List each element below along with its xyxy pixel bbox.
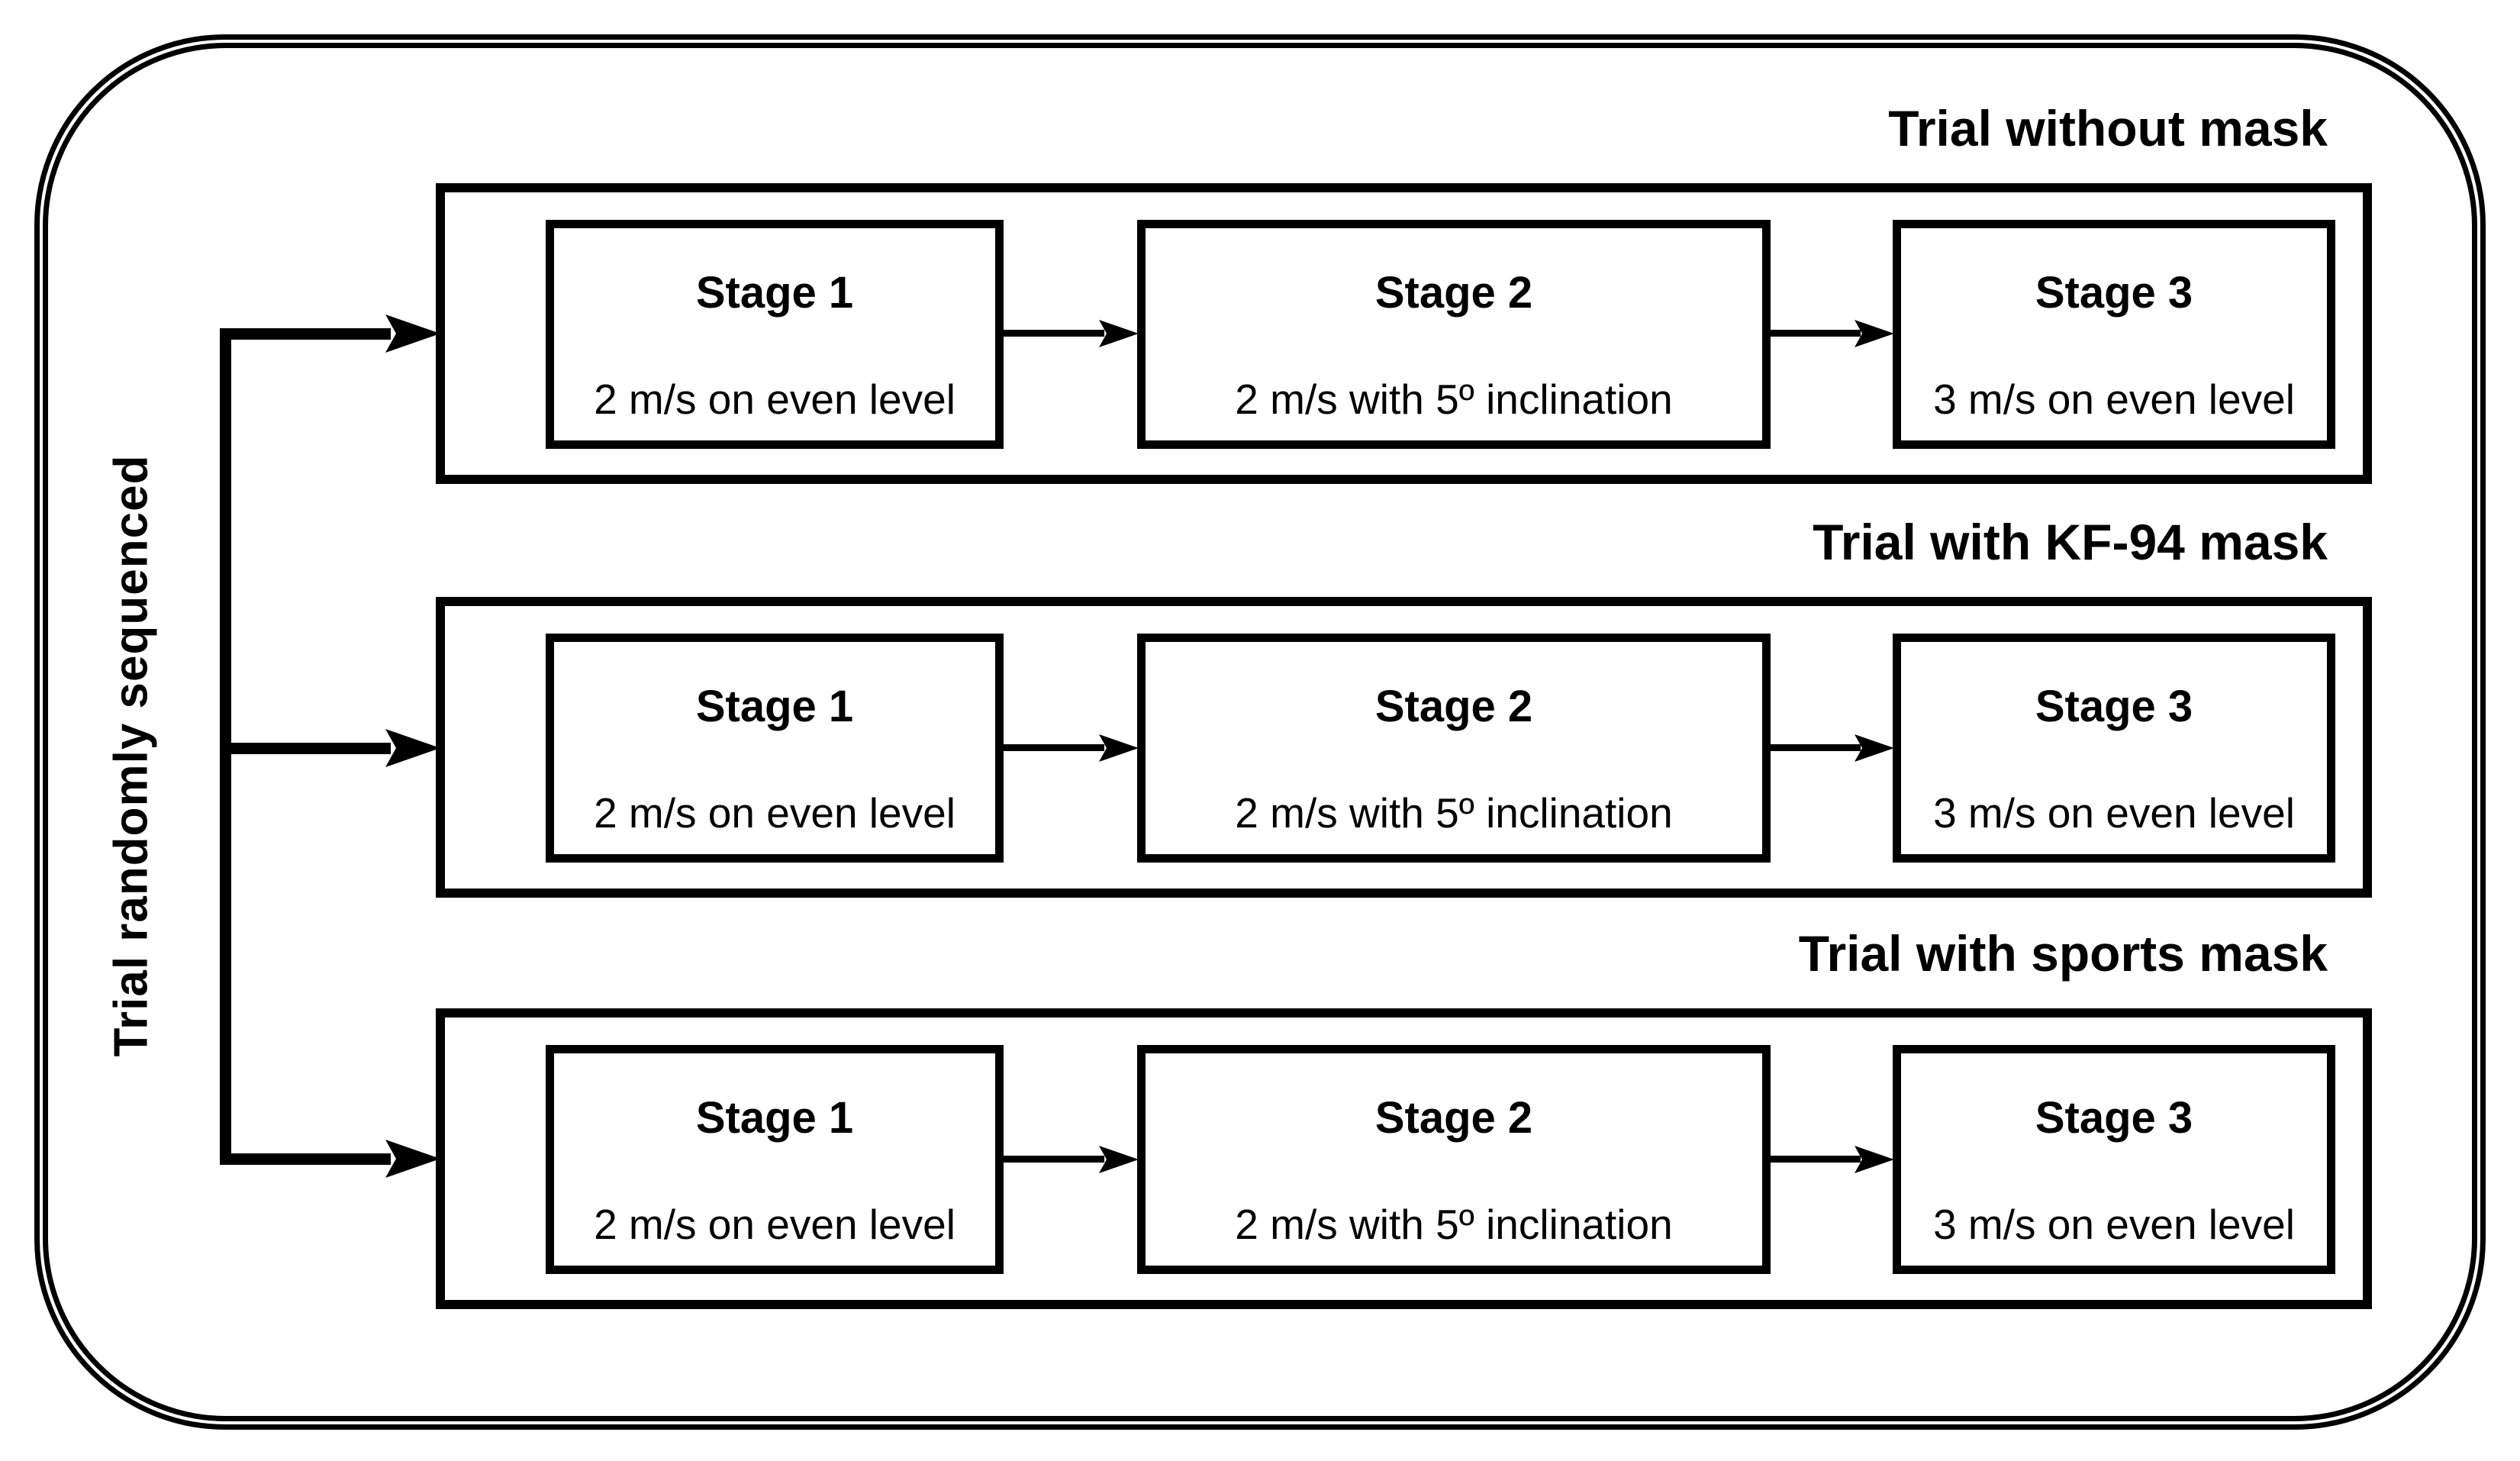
stage-connector-line [1004, 744, 1104, 751]
stage-connector-line [1771, 744, 1861, 751]
branch-line-row1 [220, 328, 391, 340]
trial-row-kf94-mask: Stage 1 2 m/s on even level Stage 2 2 m/… [436, 597, 2372, 898]
stage-box-3: Stage 3 3 m/s on even level [1893, 1045, 2335, 1274]
row-title-without-mask: Trial without mask [1888, 100, 2328, 156]
stage-name: Stage 2 [1374, 268, 1533, 318]
stage-box-1: Stage 1 2 m/s on even level [546, 1045, 1004, 1274]
randomization-side-label: Trial randomly sequenced [105, 454, 158, 1057]
trial-row-without-mask: Stage 1 2 m/s on even level Stage 2 2 m/… [436, 183, 2372, 484]
stage-desc: 2 m/s on even level [594, 789, 955, 837]
stage-box-2: Stage 2 2 m/s with 5º inclination [1137, 220, 1771, 449]
stage-name: Stage 3 [2035, 268, 2193, 318]
stage-box-2: Stage 2 2 m/s with 5º inclination [1137, 1045, 1771, 1274]
branch-arrowhead-row3 [385, 1140, 440, 1178]
stage-name: Stage 3 [2035, 1093, 2193, 1143]
stage-connector-arrowhead [1855, 320, 1894, 347]
branch-line-row3 [220, 1153, 391, 1165]
stage-desc: 3 m/s on even level [1933, 1201, 2295, 1248]
stage-connector-arrowhead [1099, 734, 1139, 762]
stage-connector-line [1771, 1156, 1861, 1163]
stage-desc: 3 m/s on even level [1933, 376, 2295, 423]
stage-box-3: Stage 3 3 m/s on even level [1893, 634, 2335, 863]
branch-arrowhead-row2 [385, 729, 440, 767]
stage-connector-arrowhead [1099, 320, 1139, 347]
stage-name: Stage 2 [1374, 1093, 1533, 1143]
stage-desc: 2 m/s with 5º inclination [1235, 789, 1673, 837]
stage-connector-line [1004, 1156, 1104, 1163]
stage-desc: 2 m/s with 5º inclination [1235, 1201, 1673, 1248]
stage-name: Stage 1 [695, 268, 854, 318]
stage-desc: 2 m/s on even level [594, 1201, 955, 1248]
row-title-kf94-mask: Trial with KF-94 mask [1813, 514, 2328, 570]
stage-name: Stage 1 [695, 682, 854, 731]
stage-desc: 3 m/s on even level [1933, 789, 2295, 837]
stage-name: Stage 1 [695, 1093, 854, 1143]
stage-box-1: Stage 1 2 m/s on even level [546, 220, 1004, 449]
stage-connector-line [1004, 330, 1104, 337]
stage-connector-arrowhead [1855, 1146, 1894, 1173]
trial-row-sports-mask: Stage 1 2 m/s on even level Stage 2 2 m/… [436, 1008, 2372, 1309]
stage-connector-line [1771, 330, 1861, 337]
stage-desc: 2 m/s on even level [594, 376, 955, 423]
stage-connector-arrowhead [1855, 734, 1894, 762]
stage-connector-arrowhead [1099, 1146, 1139, 1173]
row-title-sports-mask: Trial with sports mask [1798, 925, 2328, 982]
stage-name: Stage 3 [2035, 682, 2193, 731]
stage-desc: 2 m/s with 5º inclination [1235, 376, 1673, 423]
figure-inner-border [43, 43, 2477, 1421]
figure-outer-border [34, 34, 2486, 1430]
stage-name: Stage 2 [1374, 682, 1533, 731]
stage-box-1: Stage 1 2 m/s on even level [546, 634, 1004, 863]
branch-line-row2 [220, 743, 391, 754]
branch-arrowhead-row1 [385, 314, 440, 353]
stage-box-2: Stage 2 2 m/s with 5º inclination [1137, 634, 1771, 863]
stage-box-3: Stage 3 3 m/s on even level [1893, 220, 2335, 449]
